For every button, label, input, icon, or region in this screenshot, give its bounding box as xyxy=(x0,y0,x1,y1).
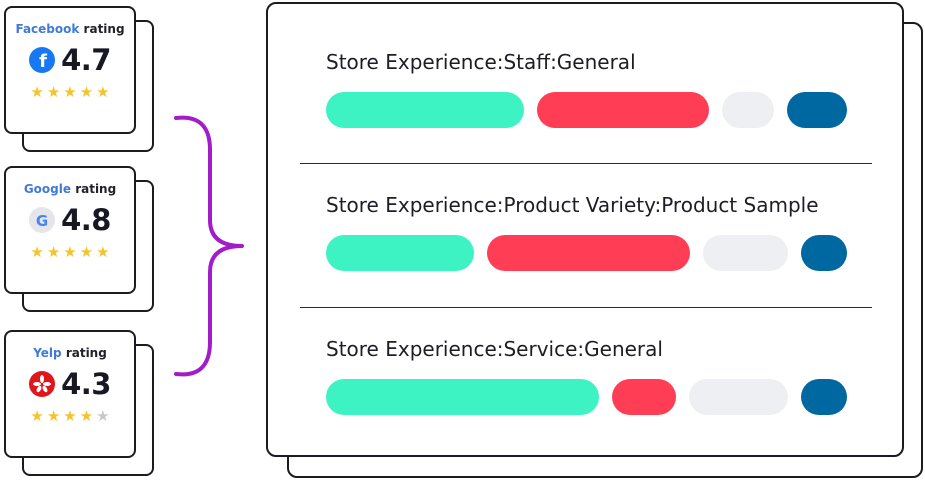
neutral-bar xyxy=(689,379,788,415)
rating-score: 4.3 xyxy=(61,367,111,401)
topic-title: Store Experience:Staff:General xyxy=(326,50,636,74)
rating-score: 4.8 xyxy=(61,203,111,237)
svg-text:G: G xyxy=(36,212,48,230)
star-filled-icon: ★ xyxy=(46,243,61,261)
rating-label: Facebook rating xyxy=(15,22,125,36)
topic-title: Store Experience:Service:General xyxy=(326,337,663,361)
star-filled-icon: ★ xyxy=(79,83,94,101)
star-filled-icon: ★ xyxy=(63,407,77,425)
star-empty-icon: ★ xyxy=(96,407,110,425)
star-filled-icon: ★ xyxy=(63,83,77,101)
divider xyxy=(300,307,872,308)
star-filled-icon: ★ xyxy=(96,243,110,261)
negative-bar xyxy=(612,379,676,415)
negative-bar xyxy=(537,92,709,128)
svg-text:f: f xyxy=(39,51,47,72)
star-filled-icon: ★ xyxy=(30,83,44,101)
rating-score: 4.7 xyxy=(61,43,111,77)
neutral-bar xyxy=(703,235,788,271)
mixed-bar xyxy=(787,92,847,128)
star-filled-icon: ★ xyxy=(79,407,94,425)
star-rating: ★★★★★ xyxy=(6,244,134,260)
topic-sentiment-panel: Store Experience:Staff:General Store Exp… xyxy=(266,2,904,457)
star-rating: ★★★★★ xyxy=(6,84,134,100)
neutral-bar xyxy=(722,92,774,128)
star-filled-icon: ★ xyxy=(46,83,61,101)
star-filled-icon: ★ xyxy=(96,83,110,101)
topic-title: Store Experience:Product Variety:Product… xyxy=(326,193,819,217)
divider xyxy=(300,163,872,164)
negative-bar xyxy=(487,235,690,271)
curly-brace-icon xyxy=(174,115,244,377)
mixed-bar xyxy=(801,235,847,271)
facebook-rating-card: Facebook rating f 4.7 ★★★★★ xyxy=(4,6,136,134)
star-filled-icon: ★ xyxy=(30,407,44,425)
positive-bar xyxy=(326,379,599,415)
rating-label: Google rating xyxy=(23,182,117,196)
star-rating: ★★★★★ xyxy=(6,408,134,424)
yelp-rating-card: Yelp rating 4.3 ★★★★★ xyxy=(4,330,136,458)
rating-label: Yelp rating xyxy=(33,346,107,360)
mixed-bar xyxy=(801,379,847,415)
star-filled-icon: ★ xyxy=(30,243,44,261)
yelp-icon xyxy=(29,371,56,397)
google-icon: G xyxy=(29,207,56,233)
facebook-icon: f xyxy=(29,47,56,73)
positive-bar xyxy=(326,92,524,128)
star-filled-icon: ★ xyxy=(79,243,94,261)
star-filled-icon: ★ xyxy=(46,407,61,425)
google-rating-card: Google rating G 4.8 ★★★★★ xyxy=(4,166,136,294)
positive-bar xyxy=(326,235,474,271)
star-filled-icon: ★ xyxy=(63,243,77,261)
